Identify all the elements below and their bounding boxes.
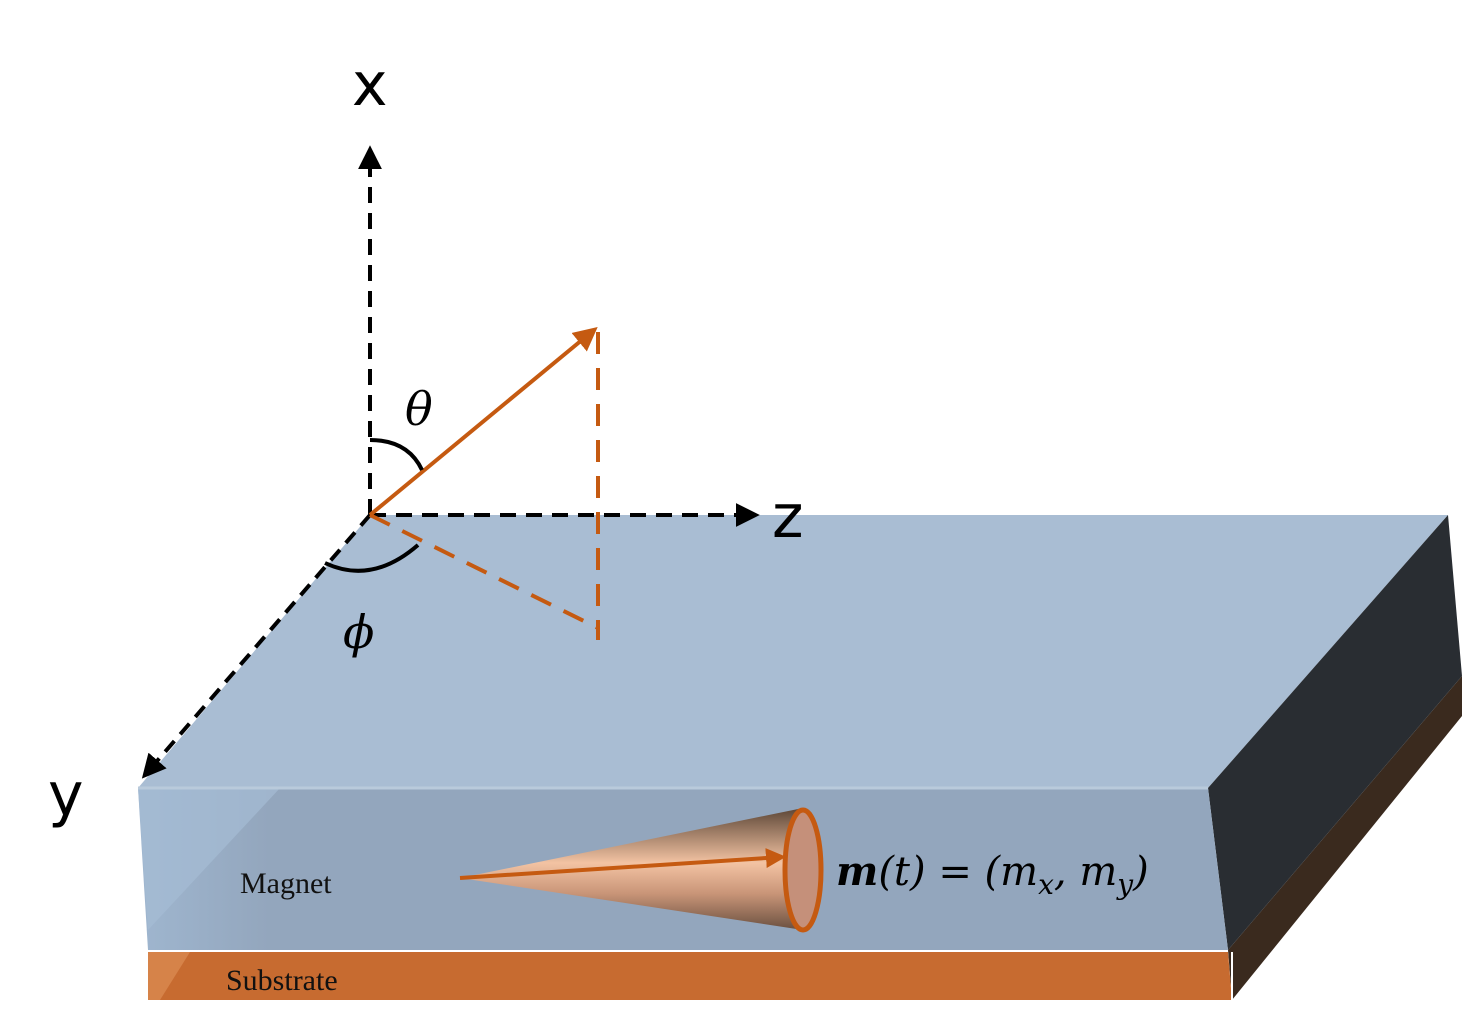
x-axis-label: x — [352, 50, 388, 120]
magnet-label: Magnet — [240, 867, 332, 900]
magnet-front-highlight — [138, 788, 280, 930]
plane-projection-line — [369, 513, 599, 630]
substrate-highlight — [148, 952, 190, 1000]
equation-m: m — [836, 848, 878, 895]
y-axis — [141, 513, 372, 779]
substrate-side — [1228, 676, 1462, 1000]
cone-base-ellipse — [782, 807, 824, 933]
equation-my: m — [1079, 849, 1117, 895]
equation-mx-sub: x — [1038, 868, 1054, 901]
substrate-front — [148, 952, 1232, 1000]
theta-label: θ — [405, 382, 433, 436]
magnetization-vector — [368, 326, 598, 517]
equation-close: ) — [1132, 849, 1149, 895]
z-axis-label: z — [772, 482, 804, 552]
phi-arc — [324, 543, 420, 573]
precession-cone — [460, 808, 803, 930]
magnetization-m-vector — [459, 848, 786, 880]
y-axis-label: y — [48, 760, 84, 830]
phi-label: ϕ — [343, 605, 374, 659]
magnet-side-face — [1208, 515, 1462, 950]
equation-mx: m — [1000, 849, 1038, 895]
theta-arc — [369, 438, 424, 471]
equation-arg: (t) = ( — [878, 849, 1001, 895]
substrate-label: Substrate — [226, 964, 338, 997]
magnetization-equation: m(t) = (mx, my) — [836, 848, 1149, 901]
equation-comma: , — [1054, 849, 1079, 895]
equation-my-sub: y — [1115, 868, 1134, 901]
magnet-top-face — [138, 515, 1448, 788]
